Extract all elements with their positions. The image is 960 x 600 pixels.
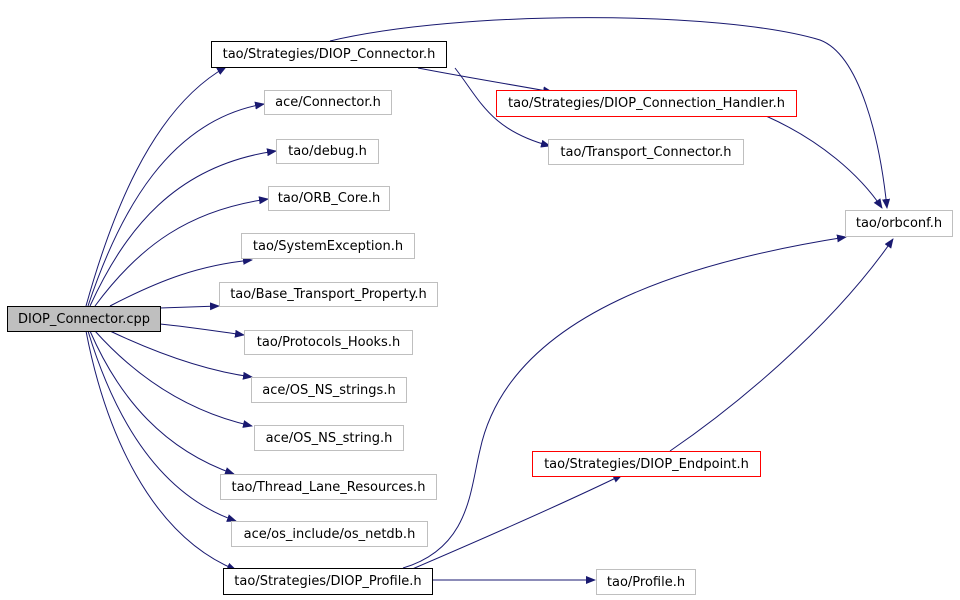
node-diop-connection-handler-h[interactable]: tao/Strategies/DIOP_Connection_Handler.h [496,90,797,117]
node-tao-orb-core-h[interactable]: tao/ORB_Core.h [268,186,390,211]
node-tao-orbconf-h[interactable]: tao/orbconf.h [845,210,953,237]
node-ace-os-ns-string-h[interactable]: ace/OS_NS_string.h [254,425,404,451]
edge-cpp-to-protocols-hooks-h [159,323,245,338]
edge-connector-h-to-connection-handler-h [417,67,553,95]
node-diop-connector-cpp[interactable]: DIOP_Connector.cpp [7,306,161,332]
node-tao-thread-lane-resources-h[interactable]: tao/Thread_Lane_Resources.h [220,474,437,500]
node-tao-protocols-hooks-h[interactable]: tao/Protocols_Hooks.h [244,330,413,355]
edge-diop-endpoint-h-to-orbconf-h [669,238,894,452]
edge-cpp-to-os-netdb-h [87,330,237,522]
node-tao-profile-h[interactable]: tao/Profile.h [596,569,696,595]
edge-cpp-to-thread-lane-resources-h [89,330,235,475]
edge-cpp-to-ace-connector-h [87,101,265,307]
edge-cpp-to-base-transport-property-h [159,302,220,311]
edge-cpp-to-diop-profile-h [85,330,237,571]
edge-diop-profile-h-to-orbconf-h [402,234,847,569]
edge-cpp-to-system-exception-h [109,256,253,307]
edge-cpp-to-diop-connector-h [85,66,227,307]
edge-cpp-to-debug-h [89,148,277,307]
node-tao-system-exception-h[interactable]: tao/SystemException.h [241,233,415,259]
edge-cpp-to-os-ns-string-h [94,330,253,428]
node-ace-os-ns-strings-h[interactable]: ace/OS_NS_strings.h [251,377,407,403]
edge-cpp-to-os-ns-strings-h [109,330,253,380]
node-tao-debug-h[interactable]: tao/debug.h [276,139,379,164]
node-ace-os-netdb-h[interactable]: ace/os_include/os_netdb.h [231,521,428,547]
node-diop-profile-h[interactable]: tao/Strategies/DIOP_Profile.h [223,568,433,595]
node-diop-connector-h[interactable]: tao/Strategies/DIOP_Connector.h [211,41,447,68]
edge-cpp-to-orb-core-h [94,196,269,307]
edge-connector-h-to-orbconf-h [329,17,891,209]
edge-diop-profile-h-to-diop-endpoint-h [409,474,623,571]
node-diop-endpoint-h[interactable]: tao/Strategies/DIOP_Endpoint.h [532,451,761,477]
node-tao-base-transport-property-h[interactable]: tao/Base_Transport_Property.h [219,282,438,307]
node-tao-transport-connector-h[interactable]: tao/Transport_Connector.h [548,139,744,165]
edge-connection-handler-h-to-orbconf-h [765,115,883,209]
edge-connector-h-to-transport-connector-h [454,67,551,148]
node-ace-connector-h[interactable]: ace/Connector.h [264,90,392,115]
